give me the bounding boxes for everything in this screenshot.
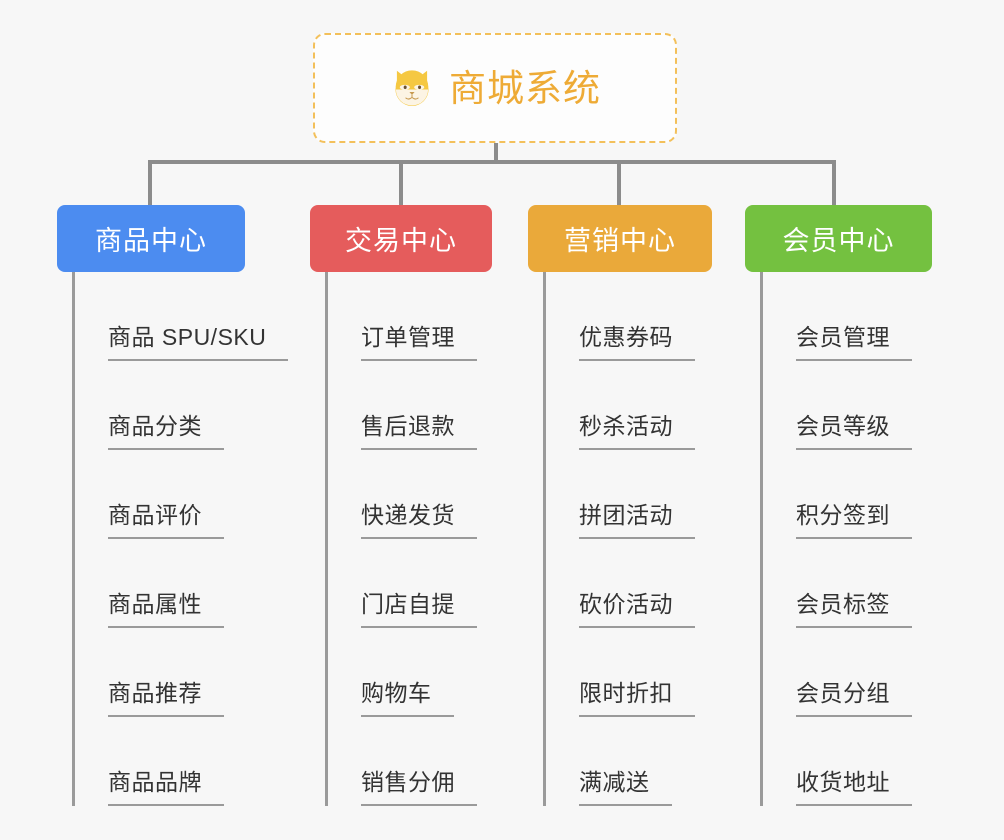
category-label: 商品中心 xyxy=(95,226,207,256)
connector-drop-1 xyxy=(399,160,403,206)
category-label: 会员中心 xyxy=(782,226,895,256)
leaf-label: 商品品牌 xyxy=(108,768,224,806)
leaf-label: 限时折扣 xyxy=(579,679,695,717)
list-item[interactable]: 售后退款 xyxy=(328,361,492,450)
list-item[interactable]: 砍价活动 xyxy=(546,539,712,628)
leaf-label: 优惠券码 xyxy=(579,323,695,361)
branch-column-trade: 交易中心 订单管理 售后退款 快递发货 门店自提 购物车 销售分佣 xyxy=(310,205,492,806)
leaf-list-marketing: 优惠券码 秒杀活动 拼团活动 砍价活动 限时折扣 满减送 xyxy=(543,272,712,806)
leaf-label: 商品属性 xyxy=(108,590,224,628)
connector-stem xyxy=(494,143,498,164)
leaf-label: 满减送 xyxy=(579,768,672,806)
branch-column-member: 会员中心 会员管理 会员等级 积分签到 会员标签 会员分组 收货地址 xyxy=(745,205,932,806)
leaf-label: 会员标签 xyxy=(796,590,912,628)
branch-column-marketing: 营销中心 优惠券码 秒杀活动 拼团活动 砍价活动 限时折扣 满减送 xyxy=(528,205,712,806)
leaf-label: 快递发货 xyxy=(361,501,477,539)
list-item[interactable]: 商品属性 xyxy=(75,539,288,628)
list-item[interactable]: 秒杀活动 xyxy=(546,361,712,450)
leaf-list-product: 商品 SPU/SKU 商品分类 商品评价 商品属性 商品推荐 商品品牌 xyxy=(72,272,289,806)
list-item[interactable]: 订单管理 xyxy=(328,272,492,361)
leaf-label: 拼团活动 xyxy=(579,501,695,539)
leaf-label: 商品 SPU/SKU xyxy=(108,323,289,361)
list-item[interactable]: 收货地址 xyxy=(763,717,932,806)
list-item[interactable]: 快递发货 xyxy=(328,450,492,539)
leaf-label: 门店自提 xyxy=(361,590,477,628)
branch-column-product: 商品中心 商品 SPU/SKU 商品分类 商品评价 商品属性 商品推荐 商品品牌 xyxy=(57,205,289,806)
leaf-label: 购物车 xyxy=(361,679,454,717)
list-item[interactable]: 商品 SPU/SKU xyxy=(75,272,289,361)
leaf-label: 商品分类 xyxy=(108,412,224,450)
category-label: 交易中心 xyxy=(345,226,457,256)
category-header-product[interactable]: 商品中心 xyxy=(57,205,245,272)
list-item[interactable]: 购物车 xyxy=(328,628,492,717)
leaf-label: 会员等级 xyxy=(796,412,912,450)
leaf-list-member: 会员管理 会员等级 积分签到 会员标签 会员分组 收货地址 xyxy=(760,272,932,806)
list-item[interactable]: 拼团活动 xyxy=(546,450,712,539)
category-header-trade[interactable]: 交易中心 xyxy=(310,205,492,272)
leaf-label: 售后退款 xyxy=(361,412,477,450)
category-header-member[interactable]: 会员中心 xyxy=(745,205,932,272)
leaf-label: 订单管理 xyxy=(361,323,477,361)
leaf-label: 砍价活动 xyxy=(579,590,695,628)
shiba-dog-face-icon xyxy=(389,65,435,111)
list-item[interactable]: 会员分组 xyxy=(763,628,932,717)
category-label: 营销中心 xyxy=(564,226,676,256)
connector-drop-0 xyxy=(148,160,152,206)
root-node[interactable]: 商城系统 xyxy=(313,33,677,143)
list-item[interactable]: 会员管理 xyxy=(763,272,932,361)
list-item[interactable]: 商品评价 xyxy=(75,450,288,539)
connector-drop-3 xyxy=(832,160,836,206)
leaf-label: 收货地址 xyxy=(796,768,912,806)
list-item[interactable]: 限时折扣 xyxy=(546,628,712,717)
leaf-label: 商品评价 xyxy=(108,501,224,539)
list-item[interactable]: 门店自提 xyxy=(328,539,492,628)
list-item[interactable]: 商品分类 xyxy=(75,361,288,450)
list-item[interactable]: 会员标签 xyxy=(763,539,932,628)
category-header-marketing[interactable]: 营销中心 xyxy=(528,205,712,272)
list-item[interactable]: 满减送 xyxy=(546,717,712,806)
list-item[interactable]: 积分签到 xyxy=(763,450,932,539)
list-item[interactable]: 商品推荐 xyxy=(75,628,288,717)
leaf-label: 会员管理 xyxy=(796,323,912,361)
list-item[interactable]: 销售分佣 xyxy=(328,717,492,806)
list-item[interactable]: 优惠券码 xyxy=(546,272,712,361)
connector-horizontal-bar xyxy=(148,160,836,164)
leaf-label: 商品推荐 xyxy=(108,679,224,717)
leaf-label: 积分签到 xyxy=(796,501,912,539)
root-title: 商城系统 xyxy=(449,67,601,109)
leaf-label: 会员分组 xyxy=(796,679,912,717)
list-item[interactable]: 会员等级 xyxy=(763,361,932,450)
connector-drop-2 xyxy=(617,160,621,206)
list-item[interactable]: 商品品牌 xyxy=(75,717,288,806)
leaf-label: 秒杀活动 xyxy=(579,412,695,450)
leaf-list-trade: 订单管理 售后退款 快递发货 门店自提 购物车 销售分佣 xyxy=(325,272,492,806)
leaf-label: 销售分佣 xyxy=(361,768,477,806)
